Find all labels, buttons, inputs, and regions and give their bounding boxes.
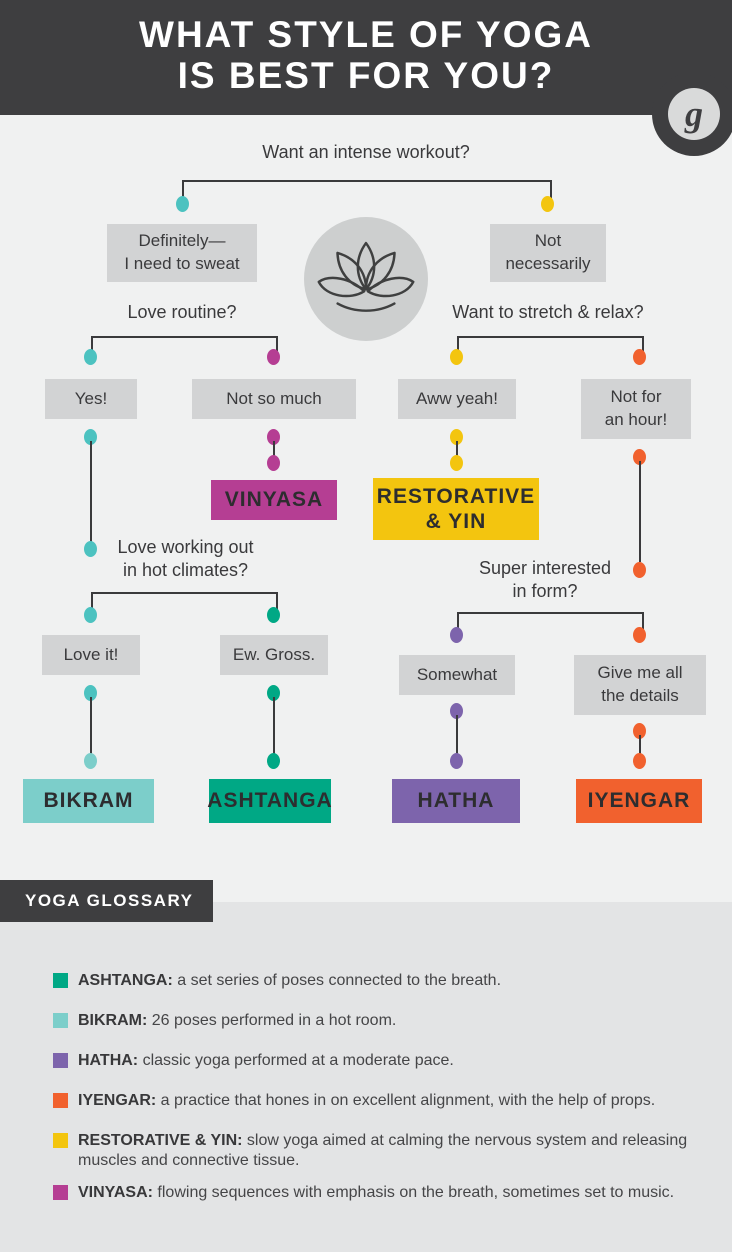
branch-dot-teal [84, 607, 97, 623]
answer-box-love-it: Love it! [42, 635, 140, 675]
glossary-entry-ashtanga: ASHTANGA: a set series of poses connecte… [53, 971, 732, 991]
connector-dot-light-teal [84, 753, 97, 769]
header-band [0, 0, 732, 115]
connector-dot-orange [633, 562, 646, 578]
branch-dot-teal [176, 196, 189, 212]
connector-dot-purple [450, 753, 463, 769]
connector-dot-purple [450, 703, 463, 719]
bracket-connector-hot [91, 592, 278, 616]
connector-dot-yellow [450, 455, 463, 471]
connector-dot-green [267, 685, 280, 701]
legend-square-restorative-yin [53, 1133, 68, 1148]
answer-box-definitely: Definitely— I need to sweat [107, 224, 257, 282]
branch-dot-magenta [267, 349, 280, 365]
connector-line [639, 461, 641, 562]
connector-line [456, 441, 458, 459]
glossary-title: YOGA GLOSSARY [25, 891, 194, 910]
connector-dot-yellow [450, 429, 463, 445]
bracket-connector-top [182, 180, 552, 206]
connector-line [90, 441, 92, 545]
brand-logo-icon: g [668, 88, 720, 140]
glossary-term: RESTORATIVE & YIN: [78, 1132, 243, 1149]
connector-line [273, 441, 275, 459]
glossary-term: BIKRAM: [78, 1012, 148, 1029]
answer-box-give-me-details: Give me all the details [574, 655, 706, 715]
glossary-desc: a practice that hones in on excellent al… [156, 1092, 656, 1109]
glossary-title-tab: YOGA GLOSSARY [0, 880, 213, 922]
answer-box-yes: Yes! [45, 379, 137, 419]
question-intense-workout: Want an intense workout? [262, 142, 470, 162]
branch-dot-yellow [541, 196, 554, 212]
question-stretch-relax: Want to stretch & relax? [452, 302, 644, 322]
lotus-icon [317, 241, 415, 312]
glossary-entry-bikram: BIKRAM: 26 poses performed in a hot room… [53, 1011, 732, 1031]
glossary-term: IYENGAR: [78, 1092, 157, 1109]
connector-line [273, 697, 275, 755]
question-hot-climates: Love working out in hot climates? [117, 537, 254, 580]
connector-line [456, 715, 458, 755]
result-box-ashtanga: ASHTANGA [207, 779, 332, 823]
legend-square-ashtanga [53, 973, 68, 988]
answer-box-somewhat: Somewhat [399, 655, 515, 695]
connector-dot-orange [633, 449, 646, 465]
glossary-desc: slow yoga aimed at calming the nervous s… [78, 1132, 688, 1169]
glossary-desc: flowing sequences with emphasis on the b… [152, 1184, 675, 1201]
result-box-bikram: BIKRAM [23, 779, 154, 823]
branch-dot-yellow [450, 349, 463, 365]
result-box-vinyasa: VINYASA [211, 480, 337, 520]
connector-dot-magenta [267, 429, 280, 445]
glossary-term: HATHA: [78, 1052, 139, 1069]
glossary-term: ASHTANGA: [78, 972, 173, 989]
glossary-entry-vinyasa: VINYASA: flowing sequences with emphasis… [53, 1183, 732, 1203]
glossary-entry-hatha: HATHA: classic yoga performed at a moder… [53, 1051, 732, 1071]
glossary-desc: 26 poses performed in a hot room. [147, 1012, 397, 1029]
bracket-connector-form [457, 612, 644, 636]
glossary-desc: classic yoga performed at a moderate pac… [138, 1052, 454, 1069]
legend-square-hatha [53, 1053, 68, 1068]
connector-dot-teal [84, 429, 97, 445]
answer-box-not-for-an-hour: Not for an hour! [581, 379, 691, 439]
connector-dot-teal [84, 685, 97, 701]
connector-dot-orange [633, 723, 646, 739]
branch-dot-teal [84, 349, 97, 365]
result-box-hatha: HATHA [392, 779, 520, 823]
connector-line [90, 697, 92, 755]
glossary-desc: a set series of poses connected to the b… [172, 972, 502, 989]
branch-dot-orange [633, 627, 646, 643]
legend-square-vinyasa [53, 1185, 68, 1200]
glossary-entry-iyengar: IYENGAR: a practice that hones in on exc… [53, 1091, 732, 1111]
answer-box-aww-yeah: Aww yeah! [398, 379, 516, 419]
connector-dot-magenta [267, 455, 280, 471]
legend-square-bikram [53, 1013, 68, 1028]
connector-dot-teal [84, 541, 97, 557]
lotus-circle [304, 217, 428, 341]
answer-box-not-so-much: Not so much [192, 379, 356, 419]
answer-box-not-necessarily: Not necessarily [490, 224, 606, 282]
legend-square-iyengar [53, 1093, 68, 1108]
glossary-term: VINYASA: [78, 1184, 153, 1201]
glossary-entry-restorative-yin: RESTORATIVE & YIN: slow yoga aimed at ca… [53, 1131, 732, 1171]
connector-dot-green [267, 753, 280, 769]
result-box-restorative-yin: RESTORATIVE & YIN [373, 478, 539, 540]
branch-dot-purple [450, 627, 463, 643]
connector-dot-orange [633, 753, 646, 769]
result-box-iyengar: IYENGAR [576, 779, 702, 823]
branch-dot-green [267, 607, 280, 623]
glossary-background [0, 902, 732, 1252]
connector-line [639, 735, 641, 755]
bracket-connector-stretch [457, 336, 644, 360]
bracket-connector-routine [91, 336, 278, 360]
page-title: WHAT STYLE OF YOGA IS BEST FOR YOU? [139, 14, 593, 97]
answer-box-ew-gross: Ew. Gross. [220, 635, 328, 675]
question-interested-in-form: Super interested in form? [478, 558, 612, 601]
question-love-routine: Love routine? [127, 302, 237, 322]
branch-dot-orange [633, 349, 646, 365]
